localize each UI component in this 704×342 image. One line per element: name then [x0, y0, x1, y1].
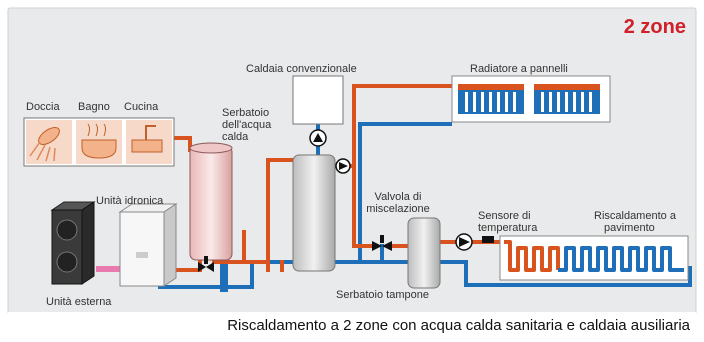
label-bath: Bagno: [78, 101, 110, 113]
label-outdoor-unit: Unità esterna: [46, 296, 112, 308]
boiler-pump: [309, 129, 327, 147]
cold-pipe-floor-return: [438, 260, 692, 287]
label-floor-heating-1: Riscaldamento a: [594, 210, 676, 222]
label-dhw-tank-1: Serbatoio: [222, 107, 270, 119]
floor-pump: [455, 233, 473, 251]
label-boiler: Caldaia convenzionale: [246, 63, 357, 75]
diagram-title: 2 zone: [623, 16, 686, 38]
hydro-unit: [118, 203, 178, 287]
floor-heating: [499, 235, 689, 281]
cold-pipe-radiator-return: [358, 122, 418, 264]
panel-radiators: [451, 75, 611, 123]
dhw-tank: [189, 142, 233, 261]
label-buffer-tank: Serbatoio tampone: [336, 289, 429, 301]
label-shower: Doccia: [26, 101, 60, 113]
label-dhw-tank-2: dell'acqua: [222, 119, 272, 131]
hydraulic-separator: [292, 154, 336, 272]
shower-icon: [26, 120, 72, 164]
radiator-pump: [335, 158, 351, 174]
diagram-caption: Riscaldamento a 2 zone con acqua calda s…: [227, 317, 690, 334]
outdoor-hydro-link: [96, 266, 136, 272]
label-temp-sensor-2: temperatura: [478, 222, 538, 234]
label-radiator: Radiatore a pannelli: [470, 63, 568, 75]
hot-pipe-to-boiler-tank: [266, 158, 294, 272]
conventional-boiler: [292, 75, 344, 125]
mixing-valve: [372, 235, 392, 251]
buffer-tank: [407, 217, 441, 289]
label-mixing-valve-2: miscelazione: [366, 203, 430, 215]
outdoor-unit: [50, 201, 96, 285]
caption-strip: [8, 312, 696, 340]
temperature-sensor: [482, 236, 494, 243]
label-hydro-unit: Unità idronica: [96, 195, 164, 207]
three-way-valve-dhw: [198, 256, 214, 272]
fixtures-panel: [23, 117, 175, 167]
kitchen-sink-icon: [126, 120, 172, 164]
label-kitchen: Cucina: [124, 101, 159, 113]
bath-icon: [76, 120, 122, 164]
label-floor-heating-2: pavimento: [604, 222, 655, 234]
label-dhw-tank-3: calda: [222, 131, 249, 143]
hot-pipe-dhw-supply: [170, 136, 192, 152]
label-temp-sensor-1: Sensore di: [478, 210, 531, 222]
label-mixing-valve-1: Valvola di: [374, 191, 422, 203]
